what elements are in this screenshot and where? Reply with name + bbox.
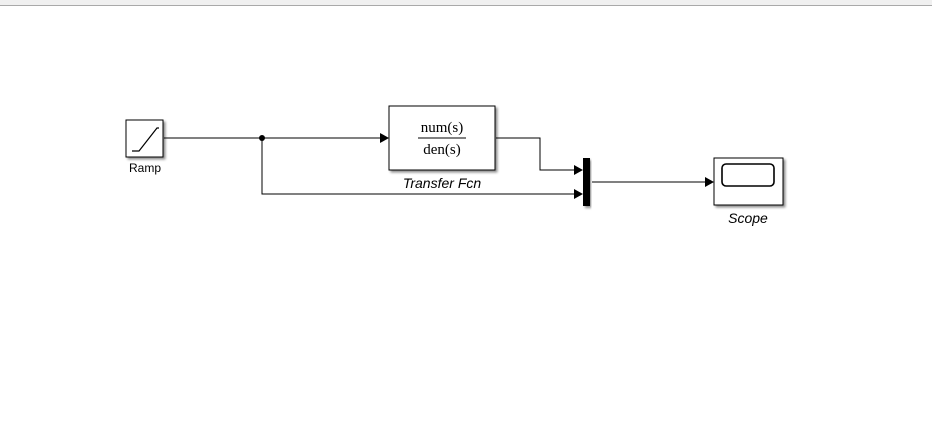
branch-point (259, 135, 265, 141)
mux-block-bar[interactable] (583, 158, 590, 206)
ramp-block-body[interactable] (125, 119, 164, 158)
transfer-fcn-label: Transfer Fcn (403, 175, 482, 191)
scope-label: Scope (728, 210, 768, 226)
top-border (0, 0, 932, 6)
scope-screen-icon (721, 163, 775, 187)
transfer-fcn-denominator: den(s) (423, 142, 461, 158)
signal-arrowheads (380, 133, 714, 199)
ramp-block[interactable]: Ramp (125, 119, 164, 175)
transfer-fcn-numerator: num(s) (421, 120, 464, 136)
mux-block[interactable] (583, 158, 590, 206)
ramp-label: Ramp (129, 161, 161, 175)
arrowhead-transfer-fcn-input (380, 133, 389, 143)
arrowhead-mux-input-1 (574, 165, 583, 175)
scope-block[interactable]: Scope (713, 157, 784, 226)
line-transfer-fcn-to-mux[interactable] (496, 137, 574, 171)
transfer-fcn-block[interactable]: num(s) den(s) Transfer Fcn (388, 105, 496, 191)
arrowhead-mux-input-2 (574, 189, 583, 199)
signal-lines (164, 137, 706, 195)
arrowhead-scope-input (705, 177, 714, 187)
line-branch-to-mux[interactable] (261, 138, 574, 195)
ramp-icon (132, 127, 159, 152)
